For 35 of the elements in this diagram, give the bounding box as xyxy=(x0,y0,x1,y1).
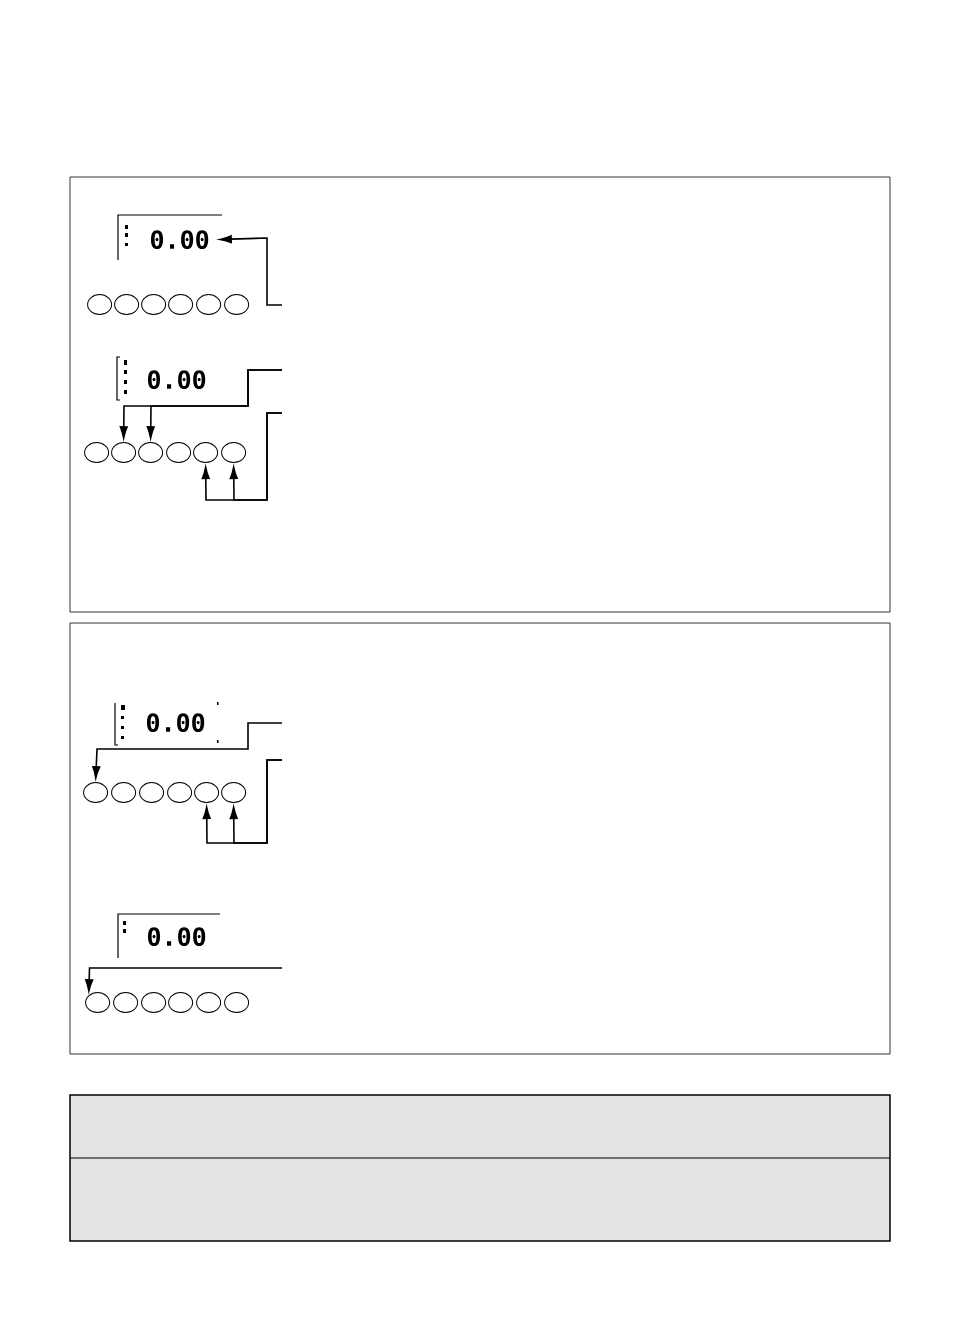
button-circle xyxy=(111,782,137,804)
button-circle xyxy=(224,992,250,1014)
button-circle xyxy=(166,442,192,464)
button-circle xyxy=(138,442,164,464)
lcd-display: 0.00 xyxy=(114,702,219,746)
node-label: 0.00 xyxy=(151,230,209,250)
button-circle xyxy=(114,294,140,316)
lcd-display: 0.00 xyxy=(117,913,221,959)
button-circle xyxy=(168,294,194,316)
button-circle xyxy=(84,442,110,464)
button-circle xyxy=(141,992,167,1014)
button-circle xyxy=(139,782,165,804)
lcd-display: 0.00 xyxy=(117,214,223,261)
button-circle xyxy=(87,294,113,316)
panel-frame xyxy=(69,176,891,613)
button-circle xyxy=(83,782,109,804)
arrow xyxy=(92,722,283,779)
node-label: 0.00 xyxy=(147,713,205,733)
button-circle xyxy=(168,992,194,1014)
panel-frame xyxy=(69,622,891,1055)
arrow xyxy=(85,967,283,992)
button-circle xyxy=(167,782,193,804)
button-circle xyxy=(113,992,139,1014)
button-circle xyxy=(141,294,167,316)
arrow xyxy=(229,759,283,844)
button-circle xyxy=(221,782,247,804)
button-circle xyxy=(196,992,222,1014)
button-circle xyxy=(221,442,247,464)
button-circle xyxy=(85,992,111,1014)
button-circle xyxy=(111,442,137,464)
node-label: 0.00 xyxy=(148,927,206,947)
button-circle xyxy=(194,782,220,804)
button-circle xyxy=(193,442,219,464)
button-circle xyxy=(196,294,222,316)
empty-table xyxy=(69,1094,891,1242)
